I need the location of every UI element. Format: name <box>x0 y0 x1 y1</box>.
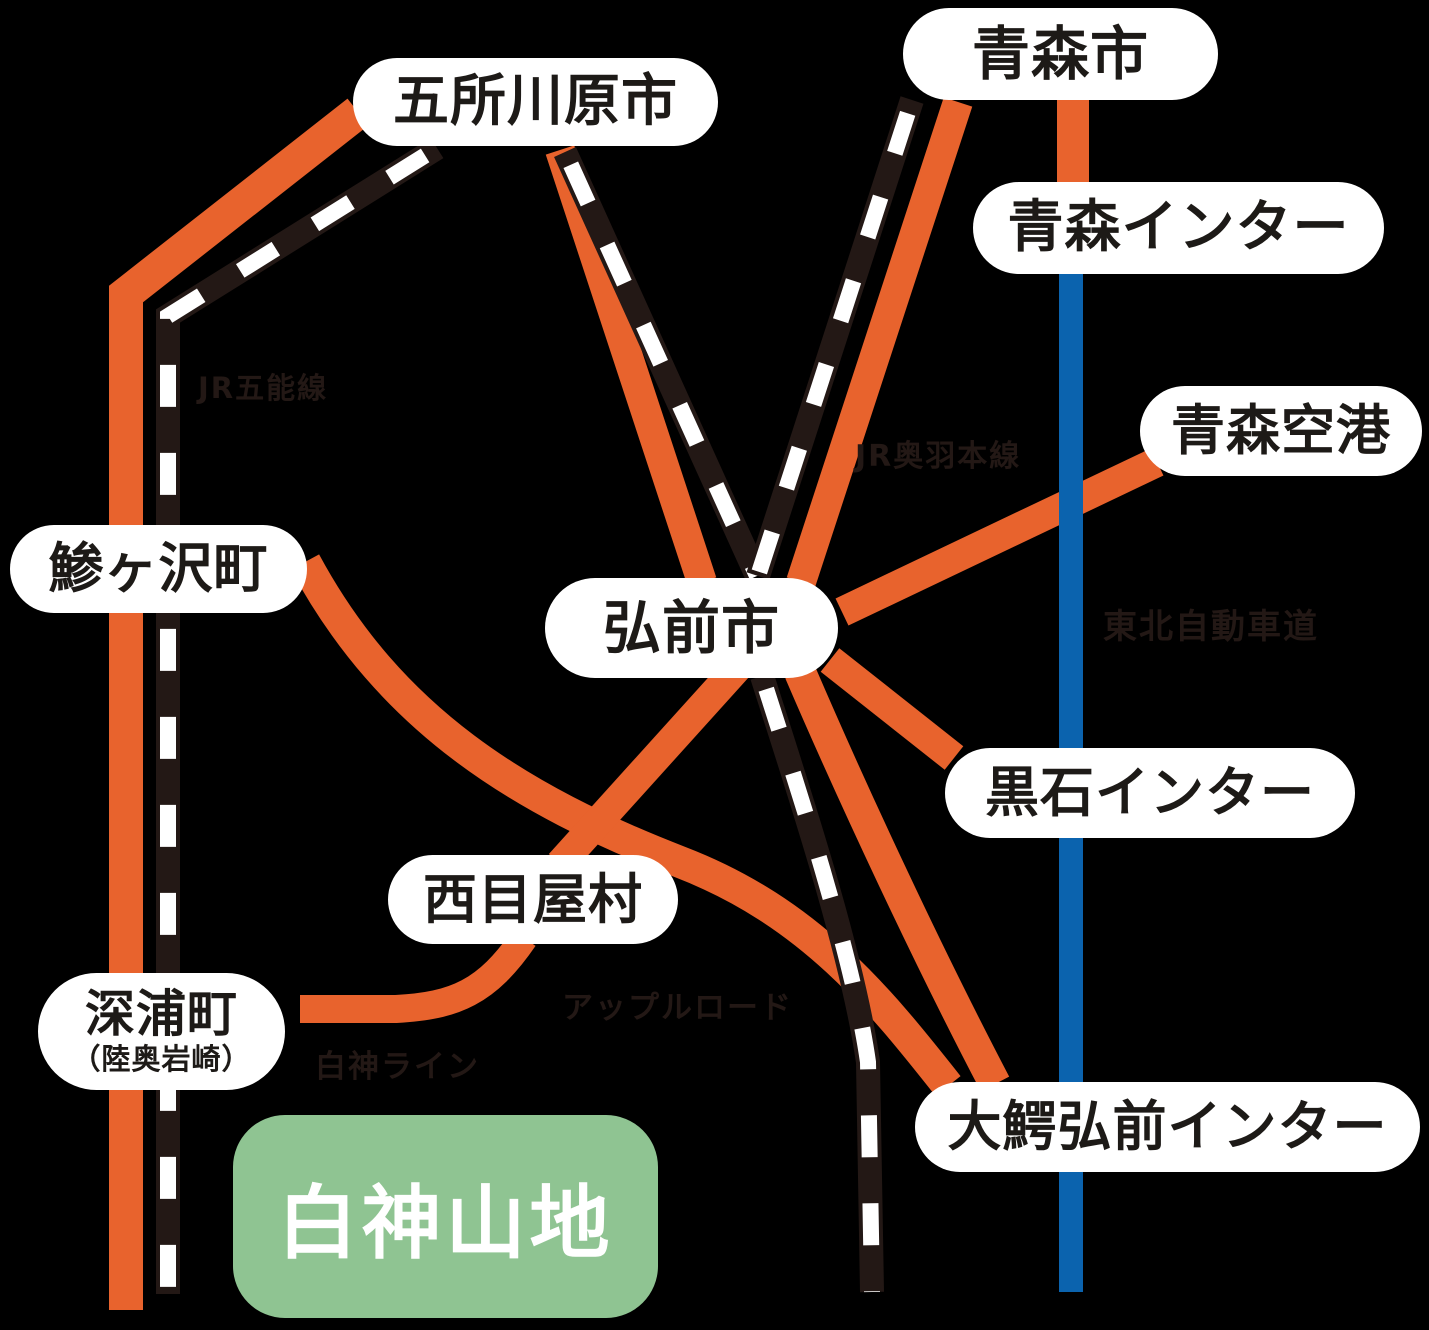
bubble-label: 大鰐弘前インター <box>947 1095 1388 1158</box>
bubble-nishimeya-village: 西目屋村 <box>388 855 678 944</box>
rail-gono-line-west-white-dashes <box>160 141 442 1294</box>
rail-ou-line-south-white-dashes <box>754 673 880 1293</box>
jr-gono-line-label: JR五能線 <box>198 371 329 405</box>
apple-road-label: アップルロード <box>562 990 793 1026</box>
bubble-owani-hirosaki-interchange: 大鰐弘前インター <box>915 1082 1420 1172</box>
bubble-sub-label: （陸奥岩崎） <box>71 1042 252 1076</box>
bubble-aomori-interchange: 青森インター <box>973 182 1384 274</box>
bubble-label: 青森空港 <box>1171 399 1391 462</box>
road-airport-hirosaki <box>835 448 1164 626</box>
bubble-kuroishi-interchange: 黒石インター <box>945 748 1355 838</box>
bubble-hirosaki-city: 弘前市 <box>545 578 838 678</box>
bubble-label: 黒石インター <box>985 761 1315 824</box>
bubble-fukaura-town: 深浦町（陸奥岩崎） <box>38 973 285 1090</box>
road-apple-road <box>290 554 961 1096</box>
road-aomori-hirosaki <box>786 97 973 587</box>
rail-ou-line-north <box>746 96 924 580</box>
shirakami-sanchi-area-label: 白神山地 <box>233 1115 658 1318</box>
road-west-coast <box>109 98 369 1310</box>
jr-ou-line-label: JR奥羽本線 <box>855 439 1022 474</box>
bubble-goshogawara-city: 五所川原市 <box>353 58 718 146</box>
bubble-ajigasawa-town: 鯵ヶ沢町 <box>10 525 307 613</box>
road-hirosaki-owani-ic <box>785 665 1010 1092</box>
bubble-label: 五所川原市 <box>393 69 678 134</box>
bubble-label: 西目屋村 <box>423 867 643 931</box>
road-shirakami-line <box>300 929 536 1023</box>
bubble-label: 青森市 <box>971 20 1149 88</box>
bubble-aomori-airport: 青森空港 <box>1140 386 1422 476</box>
rail-gono-line-east-white-dashes <box>557 148 765 580</box>
road-hirosaki-kuroishi-ic <box>820 648 964 770</box>
bubble-label: 深浦町 <box>85 985 238 1043</box>
bubble-label: 弘前市 <box>602 594 780 662</box>
road-hirosaki-nishimeya <box>548 657 749 875</box>
bubble-label: 青森インター <box>1007 195 1350 260</box>
shirakami-line-label: 白神ライン <box>315 1049 480 1085</box>
bubble-label: 鯵ヶ沢町 <box>48 537 269 600</box>
tohoku-expressway-label: 東北自動車道 <box>1103 607 1319 647</box>
bubble-aomori-city: 青森市 <box>903 8 1218 100</box>
